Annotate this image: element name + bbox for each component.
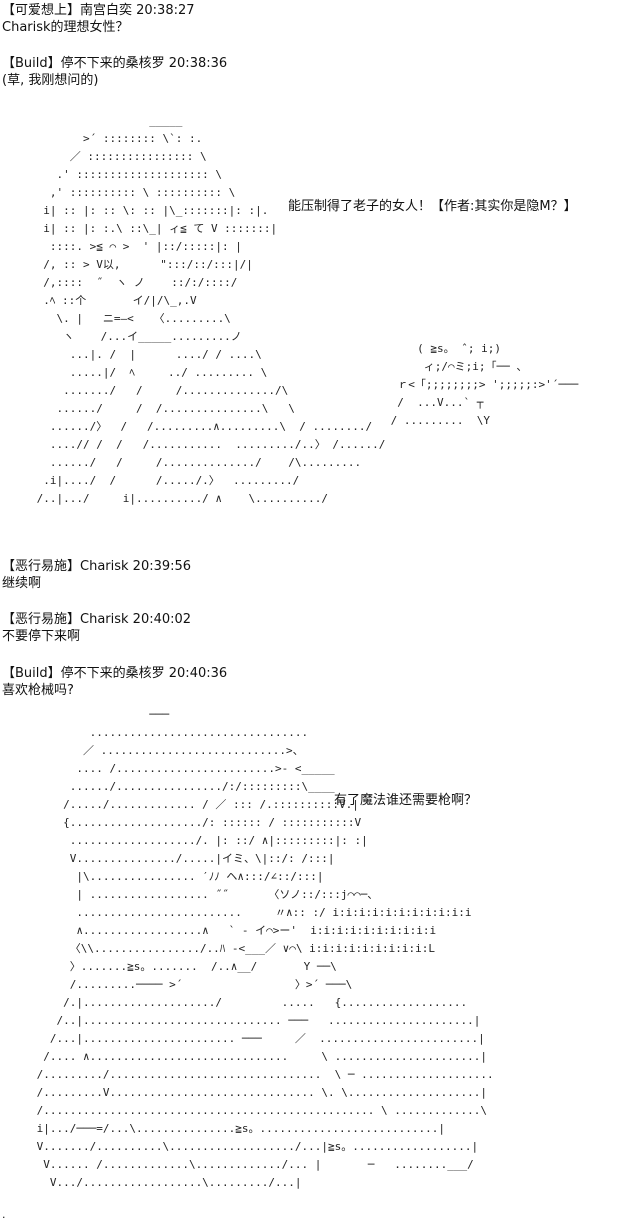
message-body: Charisk的理想女性？	[2, 20, 129, 35]
message-header: 【可爱想上】南宫白奕 20:38:27	[2, 3, 195, 18]
chat-message: 【恶行易施】Charisk 20:40:02 不要停下来啊	[2, 611, 191, 645]
ellipsis-mark: .	[2, 1208, 6, 1221]
message-body: 继续啊	[2, 576, 42, 591]
speech-line: 有了魔法谁还需要枪啊？	[334, 793, 478, 808]
message-header: 【恶行易施】Charisk 20:39:56	[2, 559, 192, 574]
message-body: (草, 我刚想问的)	[2, 73, 99, 88]
ascii-art-character: ─── ................................. ／ …	[36, 708, 494, 1189]
message-header: 【恶行易施】Charisk 20:40:02	[2, 612, 192, 627]
chat-message: 【Build】停不下来的桑核罗 20:38:36 (草, 我刚想问的)	[2, 55, 227, 89]
ascii-art-hand: ( ≧s。 ˆ; i;) ィ;/⌒ミ;i;「── 、 ｒ<「;;;;;;;;> …	[390, 342, 579, 427]
message-header: 【Build】停不下来的桑核罗 20:38:36	[2, 56, 228, 71]
chat-message: 【可爱想上】南宫白奕 20:38:27 Charisk的理想女性？	[2, 2, 195, 36]
message-header: 【Build】停不下来的桑核罗 20:40:36	[2, 666, 228, 681]
chat-message: 【Build】停不下来的桑核罗 20:40:36 喜欢枪械吗?	[2, 665, 227, 699]
chat-message: 【恶行易施】Charisk 20:39:56 继续啊	[2, 558, 191, 592]
message-body: 不要停下来啊	[2, 629, 81, 644]
ascii-art-character: _____ >´ :::::::: \`: :. ／ :::::::::::::…	[36, 114, 386, 505]
message-body: 喜欢枪械吗?	[2, 683, 74, 698]
speech-line: 能压制得了老子的女人！【作者:其实你是隐M？】	[288, 199, 577, 214]
